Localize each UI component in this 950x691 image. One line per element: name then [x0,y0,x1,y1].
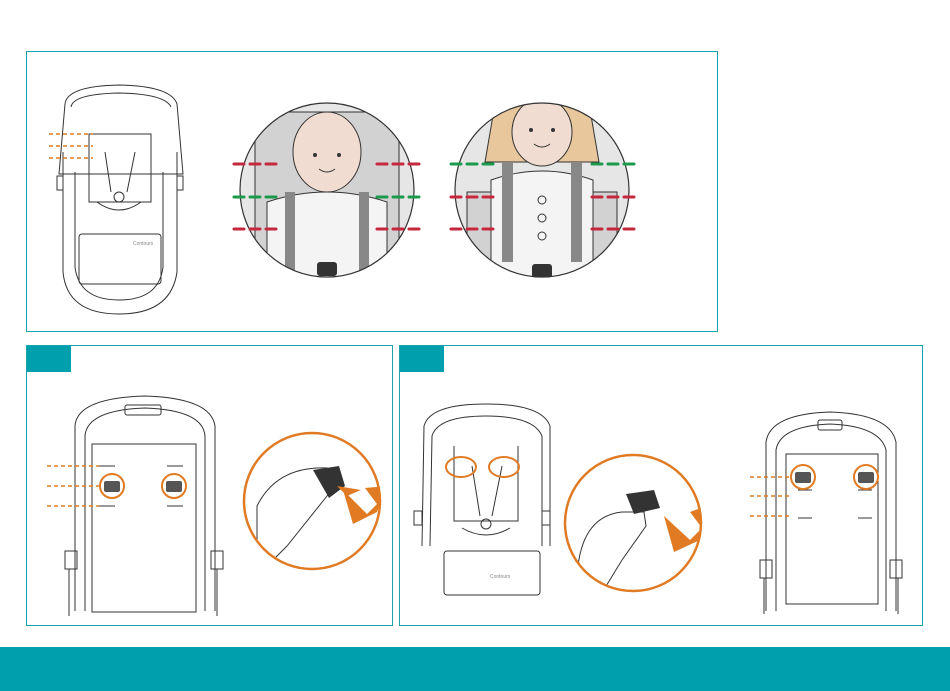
footer-bar [0,647,950,691]
press-release-icon [27,346,394,627]
harness-slot-icon [400,346,924,627]
step-panel-remove-clips [26,345,393,626]
step-panel-reattach-clips: Contours [399,345,923,626]
harness-height-panel: Contours [26,51,718,332]
toddler-harness-fit-icon [27,52,719,333]
